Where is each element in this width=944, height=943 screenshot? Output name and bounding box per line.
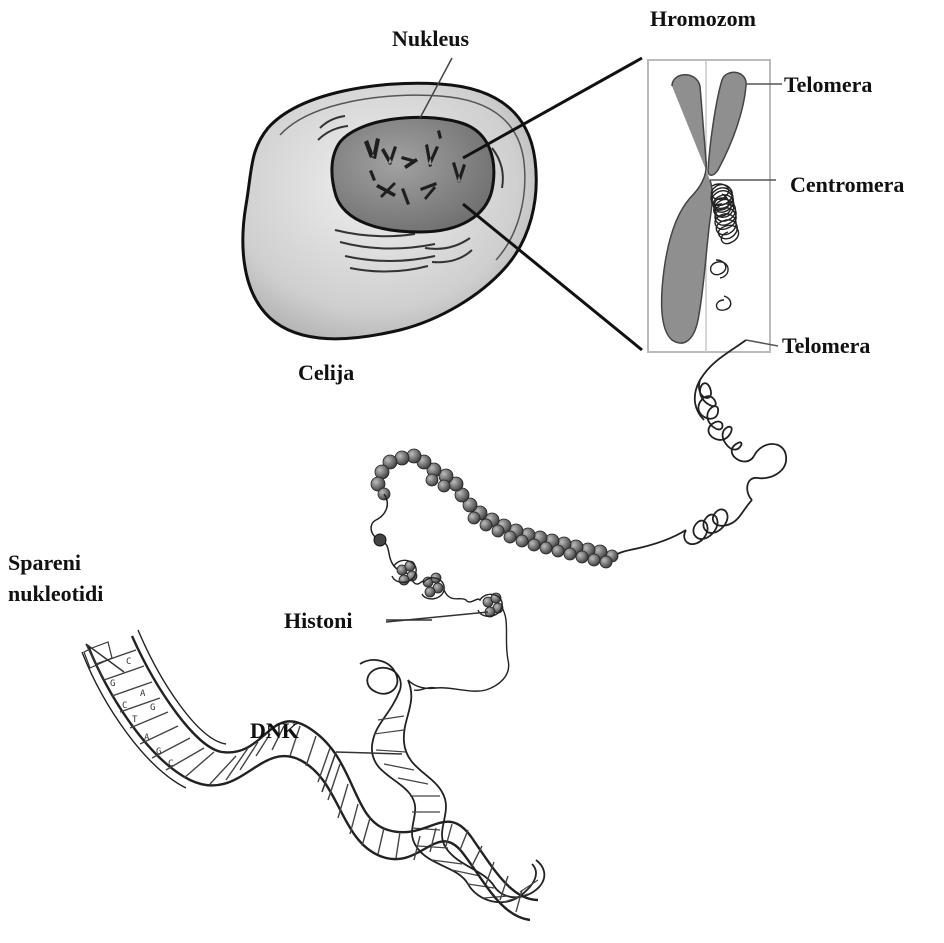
- label-telomere-bottom: Telomera: [782, 333, 870, 358]
- label-telomere-top: Telomera: [784, 72, 872, 97]
- label-paired-nucleotides-line1: Spareni: [8, 550, 148, 575]
- svg-text:G: G: [110, 679, 115, 689]
- svg-text:G: G: [156, 747, 161, 757]
- label-histones: Histoni: [284, 608, 352, 633]
- label-centromere: Centromera: [790, 172, 904, 197]
- label-paired-nucleotides-line2: nukleotidi: [8, 581, 148, 606]
- svg-text:A: A: [140, 689, 146, 699]
- chromosome-panel: [648, 60, 782, 352]
- dna-double-helix: [360, 660, 544, 902]
- label-paired-nucleotides: Spareni nukleotidi: [8, 550, 148, 607]
- cell: [243, 58, 536, 339]
- label-nucleus: Nukleus: [392, 26, 469, 51]
- dna-ladder-large: GCT AGC CAG: [82, 630, 538, 920]
- label-cell: Celija: [298, 360, 354, 385]
- svg-text:G: G: [150, 703, 155, 713]
- svg-text:T: T: [132, 715, 138, 725]
- dna-leaders: [322, 752, 402, 792]
- svg-text:C: C: [168, 759, 173, 769]
- svg-text:C: C: [122, 701, 127, 711]
- svg-text:A: A: [144, 733, 150, 743]
- solenoid-fiber: [608, 340, 786, 560]
- label-chromosome: Hromozom: [650, 6, 756, 31]
- nucleus: [332, 117, 494, 232]
- label-dna: DNK: [250, 718, 299, 743]
- histone-clusters: [386, 560, 509, 691]
- svg-text:C: C: [126, 657, 131, 667]
